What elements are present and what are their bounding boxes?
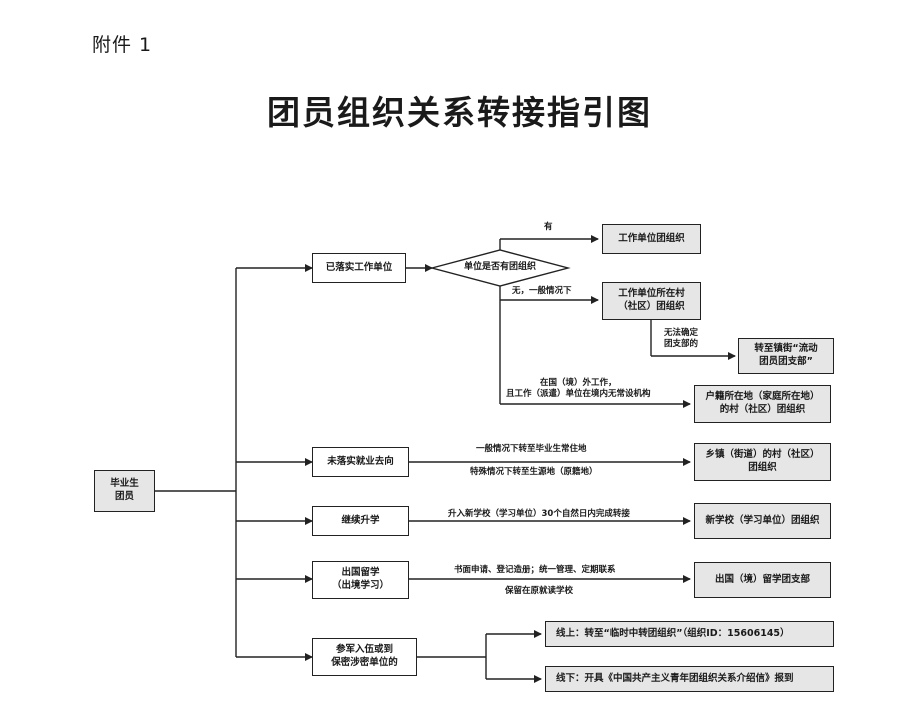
box-study-abroad-branch: 出国（境）留学团支部 [694, 562, 831, 598]
box-household-registration-org: 户籍所在地（家庭所在地） 的村（社区）团组织 [694, 385, 831, 423]
label-study-abroad-management: 书面申请、登记造册；统一管理、定期联系 [454, 565, 616, 575]
label-retain-at-school: 保留在原就读学校 [505, 586, 574, 596]
box-offline-letter: 线下：开具《中国共产主义青年团组织关系介绍信》报到 [545, 666, 834, 692]
label-yes: 有 [544, 222, 553, 232]
label-abroad-work: 在国（境）外工作， 且工作（派遣）单位在境内无常设机构 [506, 378, 651, 400]
box-online-transfer: 线上：转至“临时中转团组织”（组织ID：15606145） [545, 621, 834, 647]
label-no-general: 无，一般情况下 [512, 286, 572, 296]
page-title: 团员组织关系转接指引图 [267, 93, 652, 132]
box-unemployed: 未落实就业去向 [312, 447, 409, 477]
box-new-school-org: 新学校（学习单位）团组织 [694, 503, 831, 539]
label-further-study-note: 升入新学校（学习单位）30个自然日内完成转接 [448, 509, 630, 519]
label-unemployed-general: 一般情况下转至毕业生常住地 [476, 444, 587, 454]
box-township-street-org: 乡镇（街道）的村（社区） 团组织 [694, 443, 831, 481]
decision-has-league-org: 单位是否有团组织 [463, 262, 536, 272]
box-further-study: 继续升学 [312, 506, 409, 536]
label-cannot-determine: 无法确定 团支部的 [664, 328, 699, 350]
box-military-classified: 参军入伍或到 保密涉密单位的 [312, 638, 417, 676]
box-workplace-league-org: 工作单位团组织 [602, 224, 701, 254]
attachment-label: 附件 1 [92, 34, 153, 56]
root-graduate-member: 毕业生 团员 [94, 470, 155, 512]
label-unemployed-special: 特殊情况下转至生源地（原籍地） [470, 467, 598, 477]
box-study-abroad: 出国留学 （出境学习） [312, 561, 409, 599]
box-village-community-org: 工作单位所在村 （社区）团组织 [602, 282, 701, 320]
box-floating-member-branch: 转至镇街“流动 团员团支部” [738, 338, 834, 374]
box-employed: 已落实工作单位 [312, 253, 406, 283]
